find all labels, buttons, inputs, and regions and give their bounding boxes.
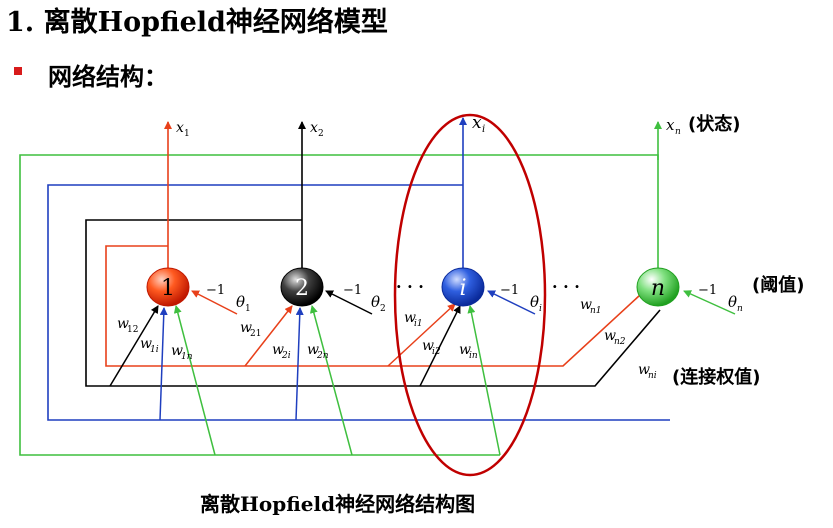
weight-label-w2i: w2i [272,342,291,361]
svg-text:2: 2 [295,276,309,301]
svg-text:−1: −1 [343,283,362,298]
svg-text:i: i [482,124,485,135]
figure-caption: 离散Hopfield神经网络结构图 [200,492,476,516]
svg-text:i2: i2 [432,347,441,357]
neuron-node-i: i [441,267,485,307]
svg-text:x: x [472,113,482,133]
weight-label-win: win [459,342,478,361]
svg-text:n: n [651,276,665,301]
svg-text:w: w [140,336,152,352]
svg-text:w: w [404,310,416,326]
section-heading: 网络结构： [48,63,168,91]
svg-text:w: w [422,338,434,354]
weight-label-w1n: w1n [171,343,193,362]
svg-text:n2: n2 [614,337,626,347]
bullet-marker [14,67,22,75]
svg-text:ni: ni [648,371,657,381]
threshold-arrow-n [683,290,736,315]
svg-text:−1: −1 [206,283,225,298]
weight-label-wni: wni [638,362,657,381]
inputs-to-node-2 [244,305,353,456]
svg-text:i: i [539,304,542,314]
inputs-to-node-1 [109,305,216,456]
svg-text:w: w [171,343,183,359]
svg-text:w: w [272,342,284,358]
svg-text:w: w [307,342,319,358]
svg-text:x: x [310,120,318,136]
weight-label-wn2: wn2 [604,328,626,347]
state-annotation: (状态) [688,113,740,135]
feedback-loop-green [19,154,659,456]
svg-text:1n: 1n [181,352,193,362]
threshold-annotation: (阈值) [752,274,804,296]
svg-text:−1: −1 [500,283,519,298]
svg-text:w: w [240,320,252,336]
feedback-loop-red [105,245,641,367]
neuron-node-2: 2 [280,267,324,307]
weight-label-wn1: wn1 [580,297,602,316]
highlight-ellipse [393,113,547,477]
weight-annotation: (连接权值) [672,366,760,388]
weight-label-w21: w21 [240,320,261,339]
svg-text:n1: n1 [590,306,602,316]
page-title: 1. 离散Hopfield神经网络模型 [6,7,388,38]
weight-label-w12: w12 [117,316,138,335]
svg-text:12: 12 [127,325,138,335]
svg-text:θ: θ [728,293,737,311]
svg-text:x: x [666,116,675,134]
svg-text:1: 1 [245,304,251,314]
svg-text:in: in [469,351,478,361]
svg-text:2: 2 [380,304,386,314]
svg-text:θ: θ [371,293,380,311]
svg-text:2: 2 [318,129,324,139]
svg-text:w: w [117,316,129,332]
svg-text:1: 1 [161,276,175,301]
feedback-loop-black [85,219,661,387]
weight-label-w2n: w2n [307,342,329,361]
svg-text:2i: 2i [281,351,291,361]
svg-text:x: x [176,120,184,136]
threshold-arrow-2 [325,290,373,315]
neuron-node-n: n [636,267,680,307]
weight-label-wi2: wi2 [422,338,441,357]
weight-label-wi1: wi1 [404,310,423,329]
weight-label-w1i: w1i [140,336,159,355]
svg-text:n: n [675,127,681,137]
svg-text:w: w [580,297,592,313]
neuron-node-1: 1 [146,267,190,307]
svg-text:2n: 2n [316,351,329,361]
threshold-arrow-i [487,290,536,315]
svg-text:w: w [604,328,616,344]
svg-text:θ: θ [530,293,539,311]
svg-text:1i: 1i [150,345,159,355]
svg-text:21: 21 [250,329,261,339]
svg-text:w: w [638,362,650,378]
svg-text:w: w [459,342,471,358]
svg-text:i1: i1 [414,319,423,329]
svg-text:1: 1 [184,129,190,139]
ellipsis-left: · · · [396,277,424,296]
svg-text:n: n [737,304,743,314]
feedback-loop-blue [47,184,670,421]
threshold-arrow-1 [191,290,238,315]
svg-text:−1: −1 [698,283,717,298]
svg-text:θ: θ [236,293,245,311]
svg-text:i: i [459,276,466,301]
ellipsis-right: · · · [552,277,580,296]
